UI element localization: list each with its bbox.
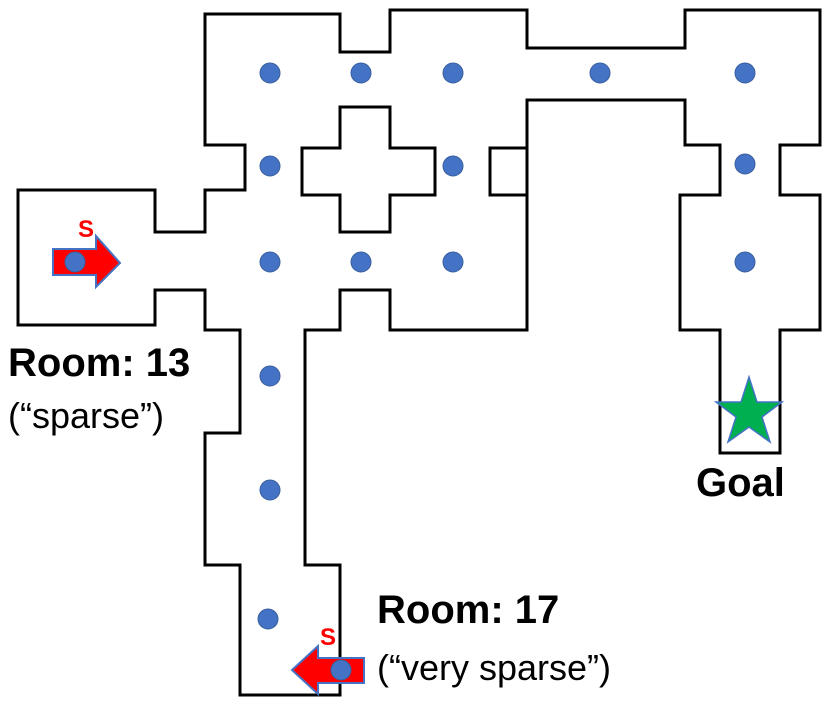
start-marker-room13: S <box>52 216 122 290</box>
star-icon <box>713 374 785 444</box>
room17-note: (“very sparse”) <box>377 647 612 688</box>
room-dot <box>259 365 281 387</box>
room13-title: Room: 13 <box>8 341 191 385</box>
room-dot <box>259 479 281 501</box>
start-room-dot <box>64 251 86 273</box>
room-dot <box>734 62 756 84</box>
start-letter-room17: S <box>320 624 336 651</box>
room13-note: (“sparse”) <box>8 395 165 436</box>
start-room-dot <box>330 659 352 681</box>
room-dot <box>734 153 756 175</box>
goal-label: Goal <box>696 461 785 505</box>
room-dot <box>257 608 279 630</box>
room-dots <box>257 62 756 630</box>
room-dot <box>259 62 281 84</box>
room-dot <box>734 251 756 273</box>
room-dot <box>442 251 464 273</box>
room-dot <box>442 155 464 177</box>
room-dot <box>350 251 372 273</box>
maze-wall <box>16 8 822 697</box>
start-marker-room17: S <box>290 624 365 697</box>
room-dot <box>589 62 611 84</box>
room-dot <box>350 62 372 84</box>
room17-title: Room: 17 <box>377 588 560 632</box>
room-dot <box>442 62 464 84</box>
room-dot <box>259 155 281 177</box>
room-dot <box>259 251 281 273</box>
maze-inner-block <box>300 105 437 234</box>
maze-inner-ledge <box>488 146 527 197</box>
right-arrow-icon <box>52 233 122 290</box>
left-arrow-icon <box>290 643 365 697</box>
start-letter-room13: S <box>78 216 94 243</box>
